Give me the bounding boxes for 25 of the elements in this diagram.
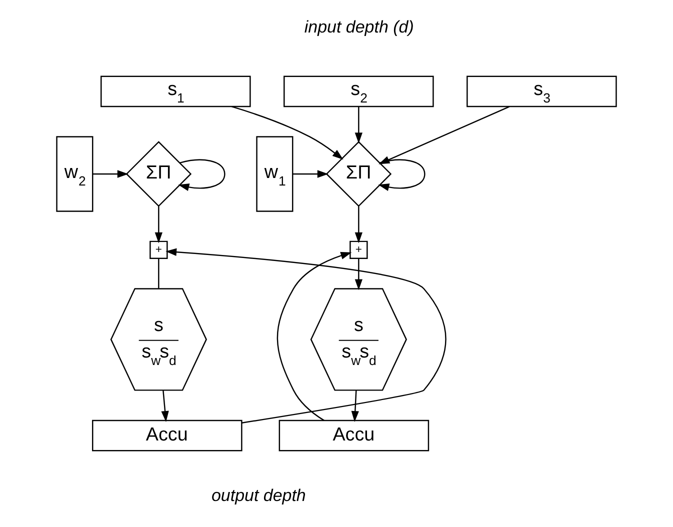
node-box: w$_{1}$ (256, 136, 294, 212)
arrow (354, 106, 362, 144)
node-box: s$_{1}$ (100, 76, 251, 108)
arrow (354, 258, 362, 290)
node-box: w$_{2}$ (56, 136, 94, 212)
arrow (161, 390, 169, 422)
label: input depth (d) (304, 17, 414, 36)
node-box: Accu (278, 420, 430, 452)
arrow (351, 390, 359, 422)
arrow (166, 248, 446, 424)
arrow (292, 170, 328, 178)
node-box: + (350, 240, 368, 260)
arrow (154, 206, 162, 244)
arrow (276, 252, 352, 421)
arrow (232, 106, 344, 160)
node-box: Accu (92, 420, 242, 452)
connector (158, 258, 160, 288)
arrow (354, 206, 362, 244)
arrow (92, 170, 128, 178)
node-box: s$_{3}$ (466, 76, 617, 108)
node-box: + (150, 240, 168, 260)
node-box: s$_{2}$ (284, 76, 434, 108)
arrow (178, 159, 226, 191)
arrow (378, 159, 426, 191)
label: output depth (211, 486, 306, 506)
